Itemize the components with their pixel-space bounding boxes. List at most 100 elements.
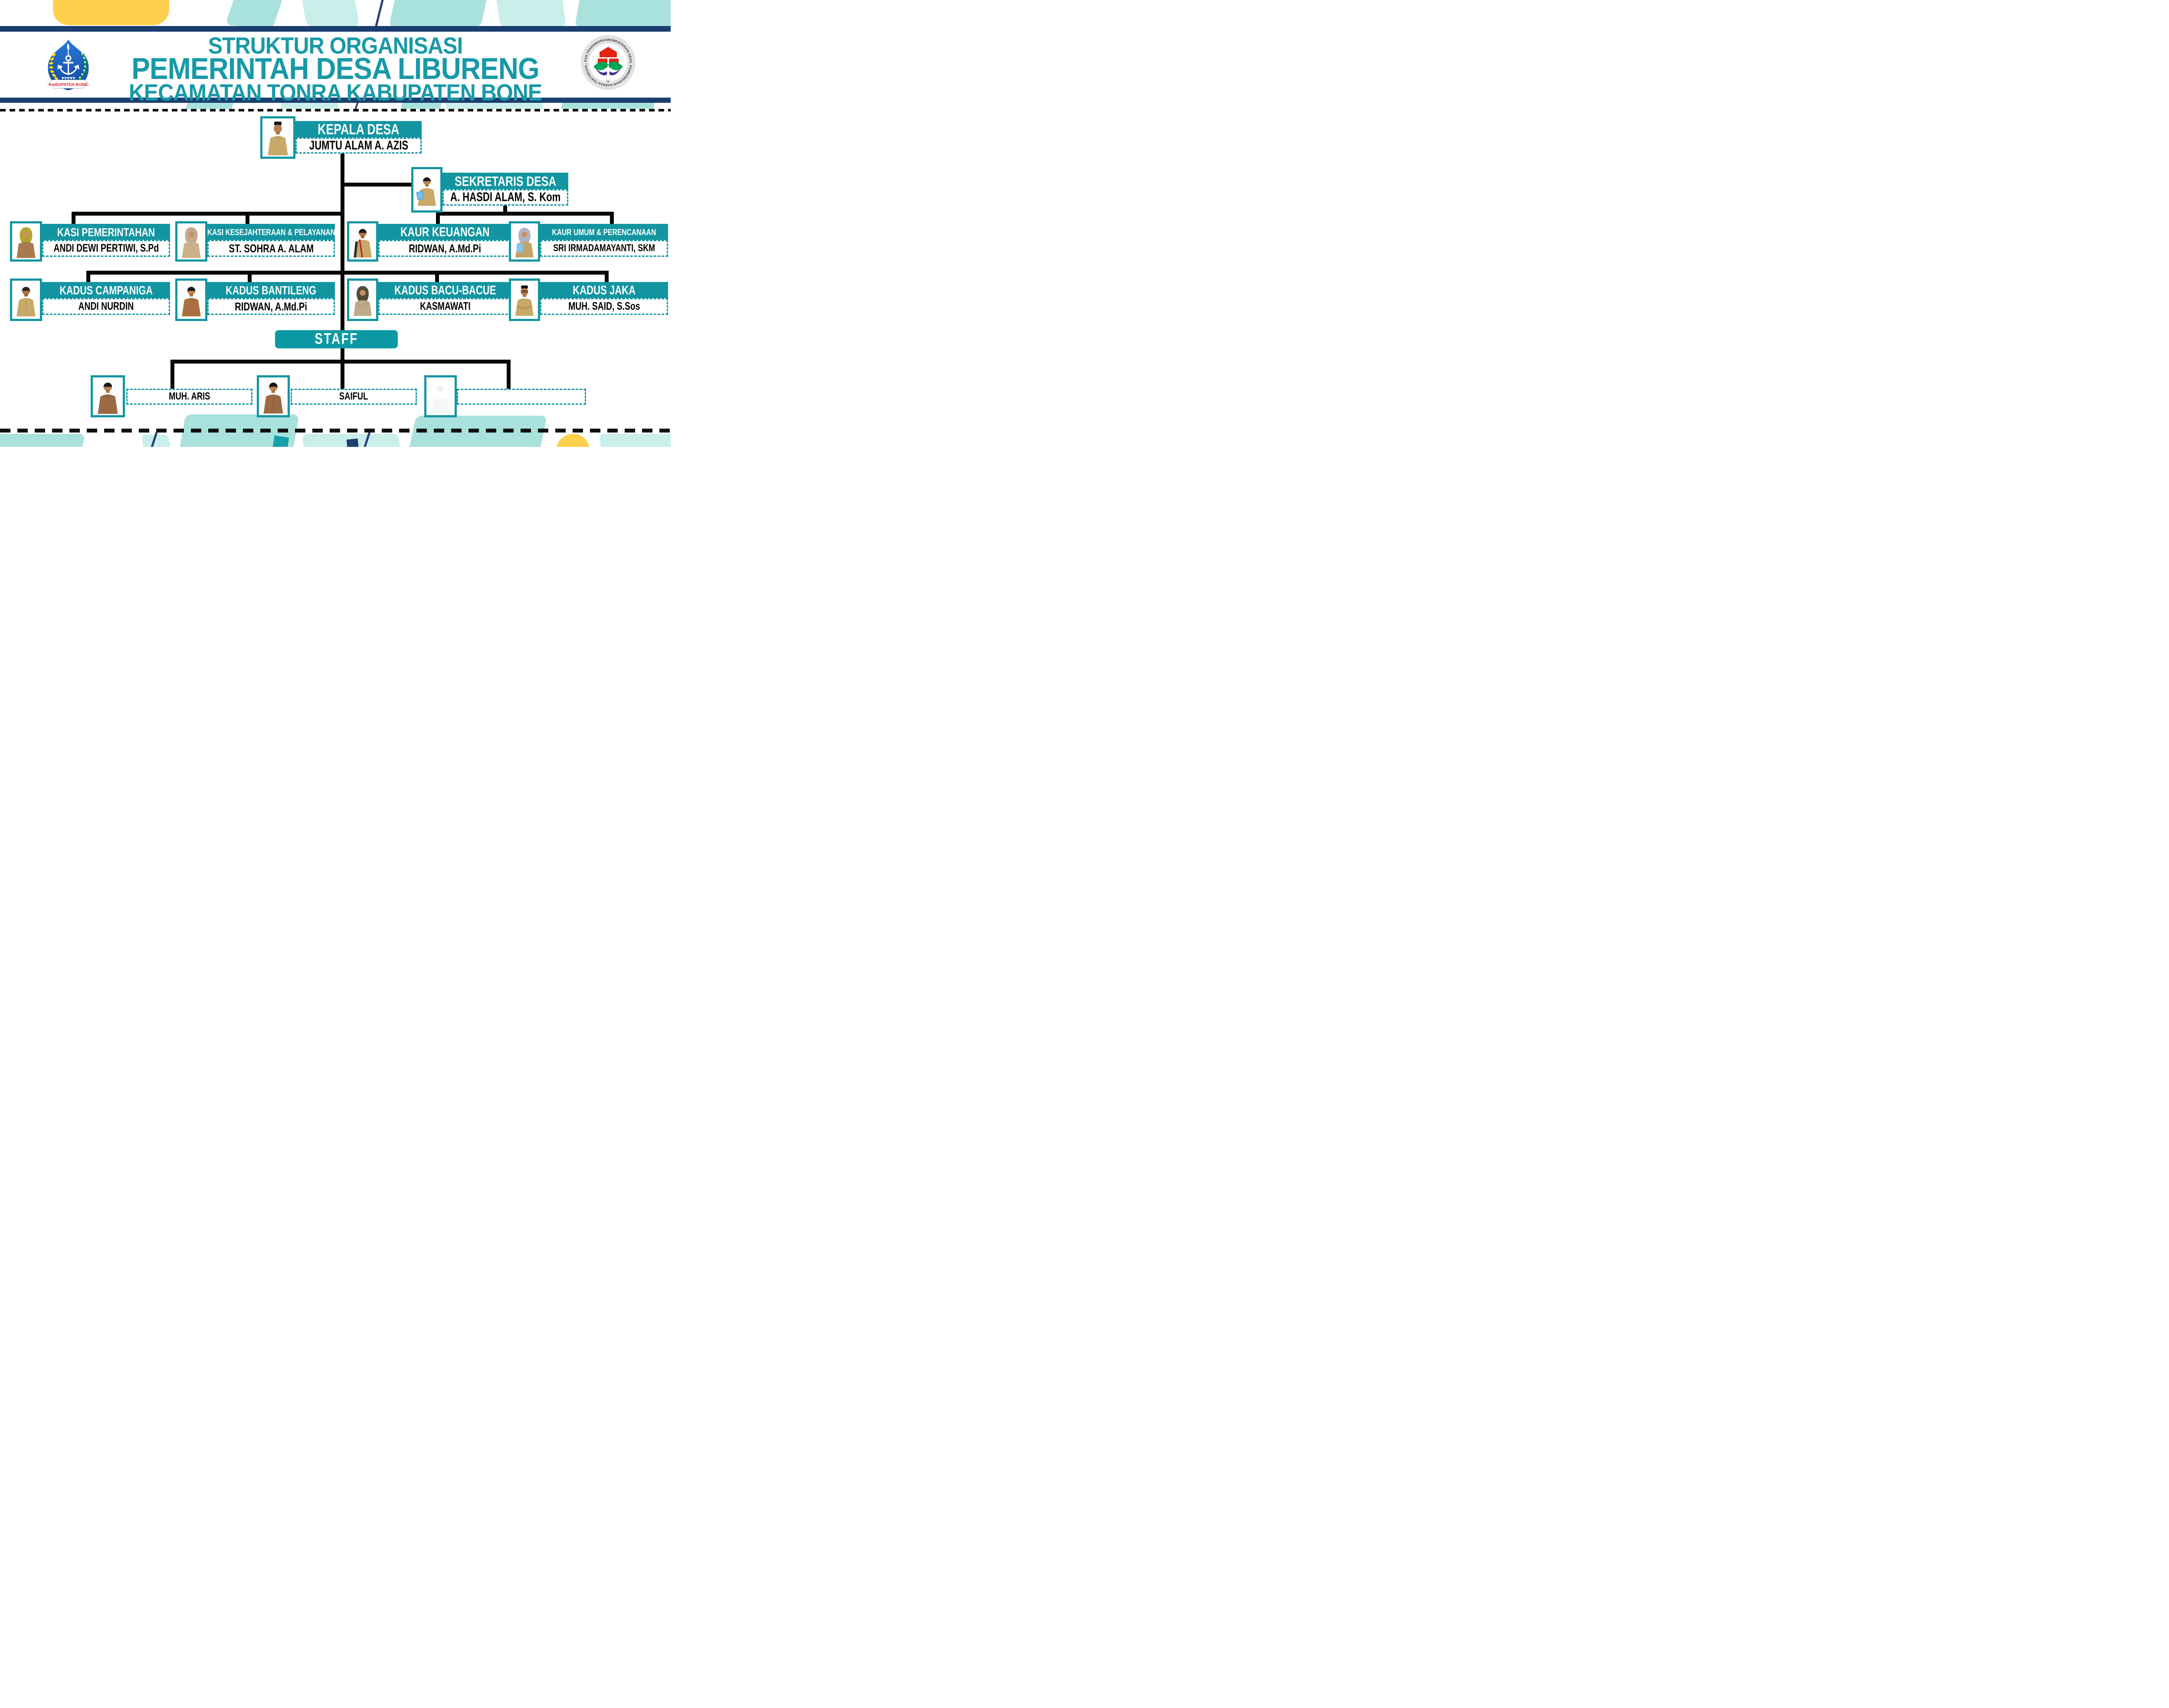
decor-shape (495, 0, 567, 28)
name-staff-vacant (457, 389, 586, 405)
navy-bar-bottom (0, 98, 671, 103)
ribbon-text: KABUPATEN BONE (49, 82, 88, 87)
title-kadus-jaka: KADUS JAKA (540, 282, 668, 299)
connector-line (248, 275, 252, 282)
decor-shape (300, 0, 360, 27)
decor-navy-slash (374, 0, 384, 29)
kemendesa-logo: KEMENTERIAN DESA, PEMBANGUNAN DAERAH TER… (580, 35, 636, 90)
person-avatar (416, 177, 436, 206)
connector-line (86, 271, 609, 275)
title-kepala-desa: KEPALA DESA (295, 121, 422, 138)
decor-yellow-circle (556, 434, 590, 447)
photo-kasi-pemerintahan (10, 221, 42, 262)
title-kadus-bacu-bacue: KADUS BACU-BACUE (378, 282, 512, 299)
name-kepala-desa: JUMTU ALAM A. AZIS (295, 138, 422, 154)
connector-line (342, 183, 416, 187)
title-sekretaris-desa: SEKRETARIS DESA (442, 173, 568, 190)
photo-kadus-bacu-bacue (347, 279, 378, 321)
name-staff-muh-aris: MUH. ARIS (126, 389, 252, 405)
connector-line (503, 204, 507, 216)
title-kadus-bantileng: KADUS BANTILENG (207, 282, 335, 299)
photo-kadus-jaka (509, 279, 540, 321)
title-kaur-keuangan: KAUR KEUANGAN (378, 224, 512, 241)
connector-line (341, 348, 344, 364)
name-kaur-keuangan: RIDWAN, A.Md.Pi (378, 240, 512, 257)
dashed-separator-top (0, 109, 671, 111)
leaves-icon (593, 62, 623, 70)
connector-line (436, 212, 614, 216)
name-kaur-umum: SRI IRMADAMAYANTI, SKM (540, 240, 668, 257)
title-kasi-pemerintahan: KASI PEMERINTAHAN (42, 224, 170, 241)
title-line-3: KECAMATAN TONRA KABUPATEN BONE (128, 79, 542, 106)
name-kadus-campaniga: ANDI NURDIN (42, 298, 170, 315)
person-avatar (515, 228, 534, 258)
decor-shape (225, 0, 283, 29)
person-avatar (268, 121, 288, 155)
connector-line (605, 275, 609, 282)
title-kadus-campaniga: KADUS CAMPANIGA (42, 282, 170, 299)
person-avatar (182, 227, 201, 258)
photo-kasi-kesejahteraan (175, 221, 207, 262)
title-line-1: STRUKTUR ORGANISASI (208, 32, 463, 59)
connector-line (341, 364, 344, 390)
name-kadus-bacu-bacue: KASMAWATI (378, 298, 512, 315)
name-kasi-pemerintahan: ANDI DEWI PERTIWI, S.Pd (42, 240, 170, 257)
photo-kaur-umum (509, 221, 540, 262)
photo-kadus-campaniga (10, 279, 42, 321)
photo-sekretaris-desa (411, 167, 442, 213)
title-kasi-kesejahteraan: KASI KESEJAHTERAAN & PELAYANAN (207, 224, 335, 241)
org-chart-poster: KABUPATEN BONE STRUKTUR ORGANISASI PEMER… (0, 0, 671, 447)
anchor-icon (57, 43, 80, 80)
connector-line (341, 153, 344, 332)
connector-line (170, 360, 511, 364)
title-line-2: PEMERINTAH DESA LIBURENG (131, 52, 540, 85)
person-avatar (263, 382, 283, 414)
decor-teal-square (272, 435, 289, 447)
connector-line (86, 275, 90, 282)
connector-line (435, 275, 439, 282)
person-avatar (354, 229, 372, 258)
connector-line (246, 216, 249, 225)
person-avatar (182, 287, 201, 317)
kabupaten-bone-logo: KABUPATEN BONE (41, 36, 95, 92)
cotton-icon (79, 52, 88, 81)
name-staff-saiful: SAIFUL (291, 389, 417, 405)
decor-shape (561, 103, 655, 109)
connector-line (436, 216, 440, 225)
decor-yellow-blob (53, 0, 169, 25)
name-sekretaris-desa: A. HASDI ALAM, S. Kom (442, 189, 568, 206)
connector-line (507, 364, 511, 390)
ribbon-shape (47, 79, 90, 89)
decor-shape (599, 434, 671, 447)
connector-line (72, 216, 75, 225)
decor-shape (574, 0, 671, 28)
connector-line (610, 216, 614, 225)
photo-kaur-keuangan (347, 221, 378, 262)
connector-line (170, 364, 174, 390)
decor-shape (388, 0, 489, 28)
navy-bar-top (0, 26, 671, 32)
name-kadus-jaka: MUH. SAID, S.Sos (540, 298, 668, 315)
poster-title: STRUKTUR ORGANISASI PEMERINTAH DESA LIBU… (103, 32, 567, 106)
photo-staff-saiful (257, 375, 290, 417)
photo-kadus-bantileng (175, 279, 207, 321)
paddy-icon (49, 53, 58, 81)
decor-navy-square (346, 438, 359, 447)
person-avatar (98, 382, 118, 414)
photo-kepala-desa (260, 116, 295, 159)
person-avatar (432, 385, 449, 413)
person-avatar (16, 287, 36, 317)
person-avatar (16, 227, 36, 258)
decor-shape (0, 434, 85, 447)
name-kadus-bantileng: RIDWAN, A.Md.Pi (207, 298, 335, 315)
photo-staff-muh-aris (91, 375, 125, 417)
connector-line (72, 212, 344, 216)
name-kasi-kesejahteraan: ST. SOHRA A. ALAM (207, 240, 335, 257)
staff-header-box: STAFF (275, 330, 398, 348)
dashed-separator-bottom (0, 429, 671, 433)
person-avatar (515, 285, 534, 316)
decor-shape (141, 435, 172, 447)
photo-staff-vacant (424, 375, 457, 417)
title-kaur-umum: KAUR UMUM & PERENCANAAN (540, 224, 668, 241)
person-avatar (354, 286, 372, 316)
